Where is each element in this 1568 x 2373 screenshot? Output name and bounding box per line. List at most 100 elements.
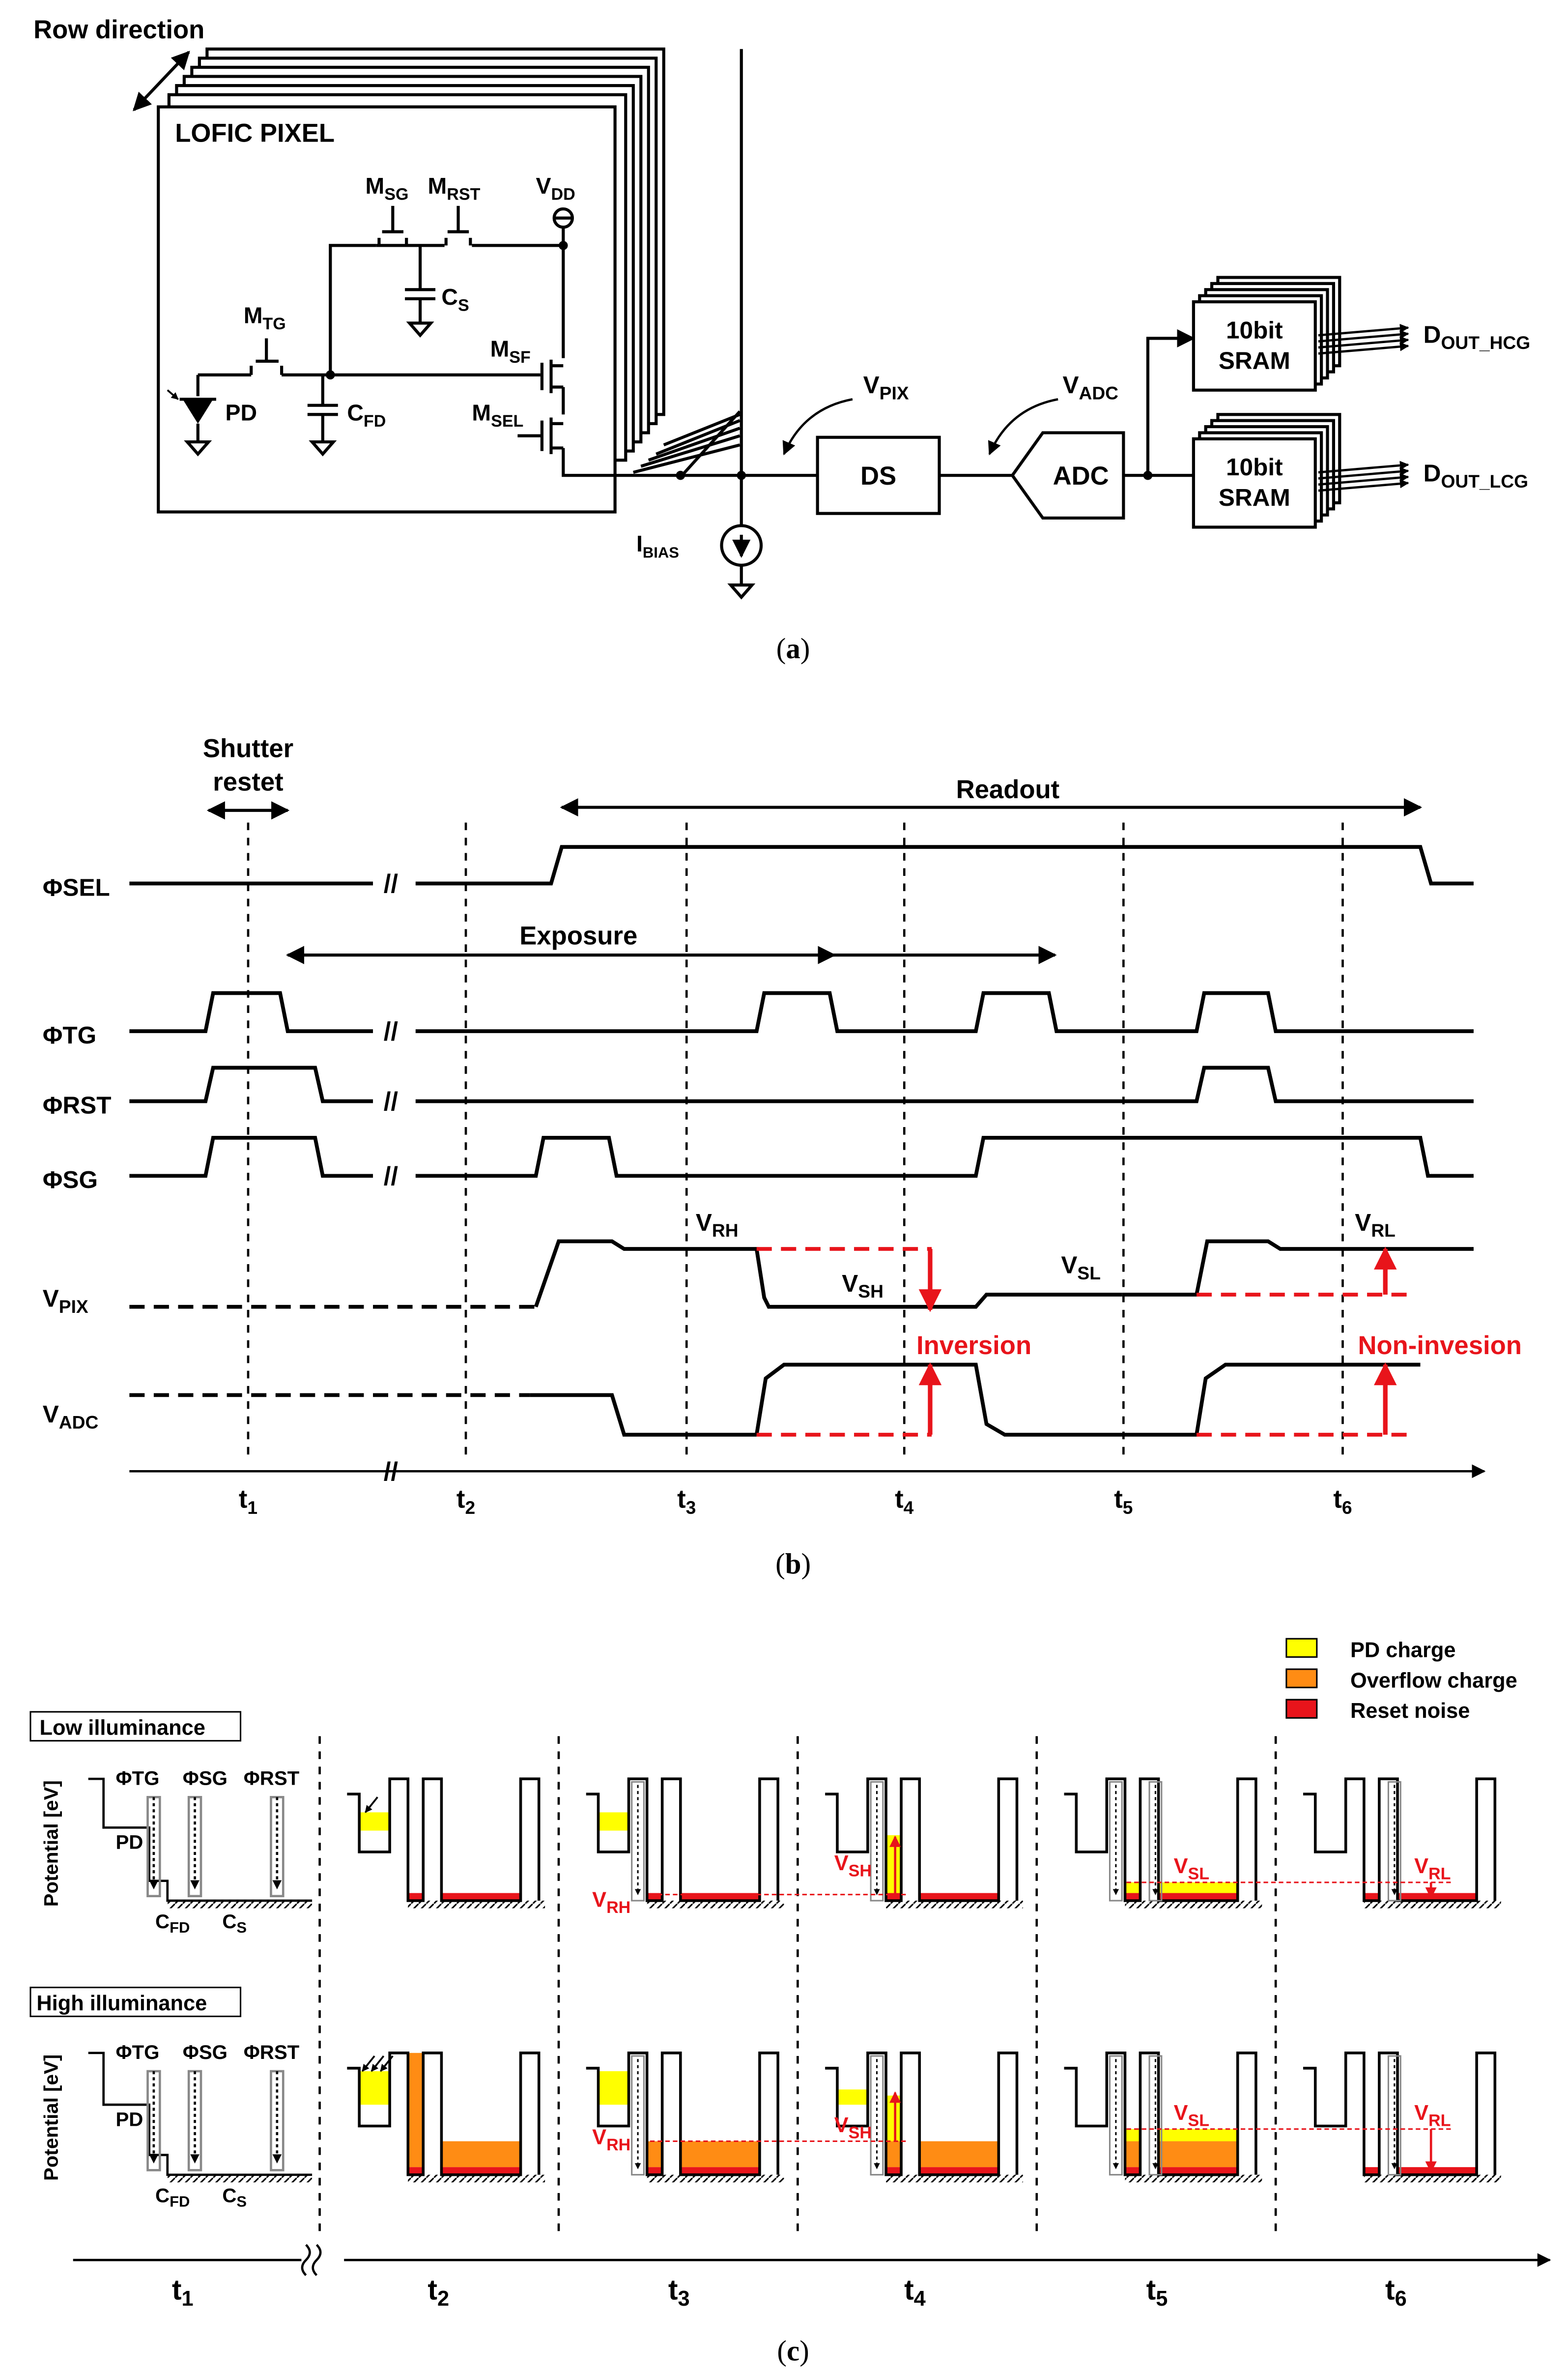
break-mark: // [384, 1087, 399, 1116]
panel-b-timing-diagram: Shutter restet Readout Exposure [43, 734, 1522, 1580]
legend-reset-noise: Reset noise [1350, 1699, 1470, 1723]
time-label-t4: t4 [895, 1485, 914, 1518]
dout-hcg-label: DOUT_HCG [1424, 321, 1530, 353]
high-illuminance-label: High illuminance [36, 1992, 207, 2015]
t1-cfd: CFD [155, 1910, 190, 1936]
v-rl-label: VRL [1355, 1209, 1396, 1241]
well-t4-high [825, 2052, 1023, 2183]
phase-label-t4: t4 [904, 2274, 926, 2311]
shutter-label-2: restet [213, 768, 283, 797]
legend-pd-charge: PD charge [1350, 1638, 1455, 1662]
phase-label-t5: t5 [1146, 2274, 1168, 2311]
caption-a: (a) [776, 633, 810, 665]
node-dot [558, 241, 568, 250]
adc-block-label: ADC [1053, 462, 1109, 491]
c-v-rl-high: VRL [1414, 2101, 1451, 2130]
time-label-t3: t3 [677, 1485, 696, 1518]
non-inversion-label: Non-invesion [1358, 1331, 1522, 1360]
c-v-sh-high: VSH [834, 2113, 872, 2142]
phi-sg-label: ΦSG [43, 1166, 98, 1193]
phi-tg-label: ΦTG [43, 1021, 96, 1049]
t1-pd-high: PD [115, 2109, 143, 2131]
v-sh-label: VSH [842, 1270, 884, 1302]
v-pix-label: VPIX [43, 1285, 88, 1317]
well-t3-low [586, 1777, 784, 1909]
c-v-sh-low: VSH [834, 1852, 872, 1880]
pd-label: PD [226, 400, 257, 426]
sram-hcg-line1: 10bit [1226, 316, 1283, 344]
m-sel-label: MSEL [472, 400, 523, 431]
c-v-sl-low: VSL [1174, 1854, 1209, 1883]
potential-wells [347, 1777, 1501, 2183]
well-t5-low [1064, 1777, 1262, 1909]
v-sl-label: VSL [1061, 1251, 1101, 1283]
m-tg-label: MTG [244, 302, 286, 333]
well-t6-high [1303, 2052, 1501, 2183]
low-illuminance-label: Low illuminance [40, 1716, 205, 1739]
break-mark: // [384, 1017, 399, 1046]
m-sg-label: MSG [366, 173, 409, 203]
v-adc-label: VADC [43, 1400, 99, 1432]
pixel-schematic [184, 49, 1196, 600]
sram-hcg-stack [1192, 276, 1341, 392]
node-dot [1143, 470, 1153, 480]
phi-sel-label: ΦSEL [43, 873, 110, 901]
time-label-t1: t1 [239, 1485, 257, 1518]
photodiode-symbol [182, 399, 213, 424]
panel-a-pixel-circuit: Row direction LOFIC PIXEL [33, 15, 1530, 665]
cs-label: CS [441, 284, 469, 315]
sram-hcg-line2: SRAM [1219, 347, 1290, 374]
well-t2-high [347, 2052, 545, 2183]
digital-waveforms [129, 845, 1474, 1437]
cfd-label: CFD [347, 400, 386, 431]
m-sf-label: MSF [490, 336, 531, 367]
phase-label-t3: t3 [668, 2274, 690, 2311]
sram-lcg-line1: 10bit [1226, 453, 1283, 481]
t1-phi-tg-high: ΦTG [115, 2041, 159, 2063]
well-t4-low [825, 1777, 1023, 1909]
c-v-rh-high: VRH [592, 2126, 630, 2154]
panel-c-potential-diagrams: PD charge Overflow charge Reset noise Lo… [29, 1638, 1551, 2367]
inversion-label: Inversion [916, 1331, 1031, 1360]
sram-lcg-line2: SRAM [1219, 484, 1290, 511]
caption-b: (b) [775, 1548, 811, 1580]
well-t3-high [586, 2052, 784, 2183]
node-dot [737, 470, 746, 480]
potential-axis-low: Potential [eV] [40, 1780, 62, 1907]
row-direction-label: Row direction [33, 15, 204, 44]
well-t6-low [1303, 1777, 1501, 1909]
t1-cs: CS [222, 1910, 247, 1936]
c-v-rh-low: VRH [592, 1888, 630, 1916]
break-mark: // [384, 1162, 399, 1191]
lofic-pixel-title: LOFIC PIXEL [175, 119, 335, 148]
readout-label: Readout [956, 775, 1060, 804]
t1-diagram-low [88, 1777, 313, 1909]
dout-lcg-label: DOUT_LCG [1424, 460, 1528, 492]
phase-label-t6: t6 [1385, 2274, 1407, 2311]
vadc-label: VADC [1062, 371, 1118, 403]
shutter-label-1: Shutter [203, 734, 293, 763]
potential-axis-high: Potential [eV] [40, 2055, 62, 2181]
c-v-sl-high: VSL [1174, 2101, 1209, 2130]
sram-lcg-stack [1192, 413, 1341, 529]
time-guides [247, 822, 1344, 1462]
phase-separators [318, 1736, 1277, 2239]
t1-phi-rst-high: ΦRST [244, 2041, 300, 2063]
well-t2-low [347, 1777, 545, 1909]
break-mark: // [384, 1457, 399, 1486]
t1-phi-sg-high: ΦSG [183, 2041, 228, 2063]
t1-phi-rst: ΦRST [244, 1767, 300, 1790]
time-label-t5: t5 [1114, 1485, 1133, 1518]
t1-phi-tg: ΦTG [115, 1767, 159, 1790]
t1-pd: PD [115, 1831, 143, 1853]
ds-block-label: DS [860, 462, 896, 491]
break-mark: // [384, 869, 399, 898]
t1-cs-high: CS [222, 2184, 247, 2210]
v-rh-label: VRH [696, 1209, 739, 1241]
caption-c: (c) [777, 2335, 809, 2367]
legend: PD charge Overflow charge Reset noise [1285, 1638, 1517, 1723]
vpix-label: VPIX [863, 371, 909, 403]
node-dot [676, 470, 685, 480]
